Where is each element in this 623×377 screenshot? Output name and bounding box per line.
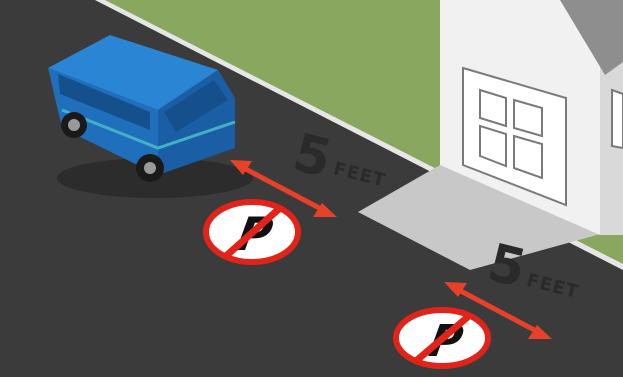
house-window — [612, 90, 623, 148]
no-parking-sign-1: P — [206, 202, 298, 262]
no-parking-sign-2: P — [396, 310, 488, 367]
